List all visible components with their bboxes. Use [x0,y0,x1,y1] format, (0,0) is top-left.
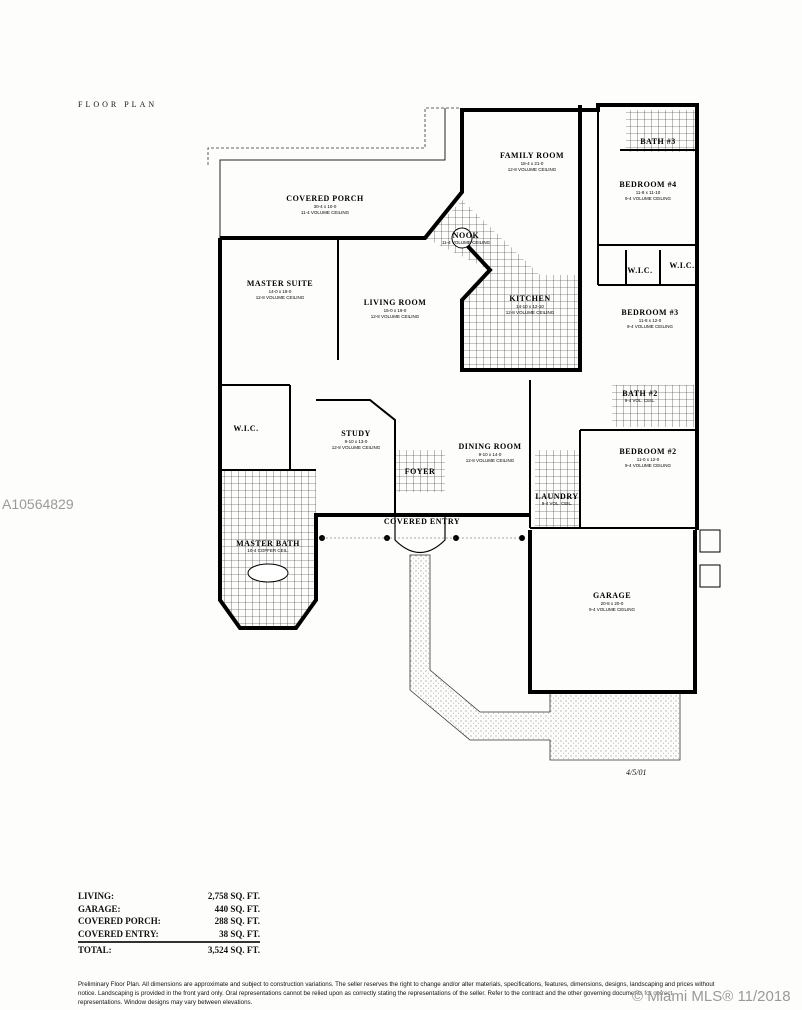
svg-text:11-4 VOLUME CEILING: 11-4 VOLUME CEILING [442,240,491,245]
svg-text:12-8 VOLUME CEILING: 12-8 VOLUME CEILING [256,295,305,300]
svg-text:15-0 x 19-0: 15-0 x 19-0 [384,308,407,313]
mls-watermark: © Miami MLS® 11/2018 [632,988,791,1005]
svg-text:14-0 x 18-0: 14-0 x 18-0 [269,289,292,294]
svg-text:12-8 VOLUME CEILING: 12-8 VOLUME CEILING [506,310,555,315]
foyer-tile [395,450,445,492]
svg-text:KITCHEN: KITCHEN [509,294,550,303]
svg-text:11-8 x 12-0: 11-8 x 12-0 [639,318,662,323]
exterior-wall [220,103,699,530]
svg-text:11-8 x 11-10: 11-8 x 11-10 [636,190,661,195]
area-row: LIVING:2,758 SQ. FT. [78,891,260,901]
area-summary: LIVING:2,758 SQ. FT. GARAGE:440 SQ. FT. … [78,890,260,957]
kitchen-tile [425,200,580,370]
svg-text:BEDROOM #4: BEDROOM #4 [619,180,676,189]
area-row: COVERED ENTRY:38 SQ. FT. [78,928,260,939]
svg-text:FAMILY ROOM: FAMILY ROOM [500,151,564,160]
plan-date: 4/5/01 [626,768,647,777]
svg-text:LIVING ROOM: LIVING ROOM [364,298,427,307]
svg-text:NOOK: NOOK [453,231,480,240]
svg-text:9-4 VOLUME CEILING: 9-4 VOLUME CEILING [625,463,672,468]
svg-text:11-0 x 12-0: 11-0 x 12-0 [637,457,660,462]
area-row: GARAGE:440 SQ. FT. [78,903,260,914]
room-bedroom4: BEDROOM #411-8 x 11-109-4 VOLUME CEILING [619,180,676,201]
room-foyer: FOYER [405,467,436,476]
svg-text:COVERED PORCH: COVERED PORCH [286,194,364,203]
svg-text:BATH #2: BATH #2 [622,389,658,398]
room-wic: W.I.C. [669,261,694,270]
svg-text:STUDY: STUDY [341,429,371,438]
roof-line [207,107,460,165]
room-wic: W.I.C. [627,266,652,275]
walkway [409,554,681,761]
master-bath-tile [222,470,316,628]
svg-text:9-4 VOLUME CEILING: 9-4 VOLUME CEILING [589,607,636,612]
svg-text:9-4 VOL. CEIL.: 9-4 VOL. CEIL. [542,501,573,506]
room-bath2: BATH #29-4 VOL. CEIL. [622,389,658,403]
svg-text:14-10 x 12-10: 14-10 x 12-10 [516,304,544,309]
svg-text:BEDROOM #3: BEDROOM #3 [621,308,678,317]
svg-text:9-10 x 13-0: 9-10 x 13-0 [345,439,368,444]
svg-text:GARAGE: GARAGE [593,591,631,600]
svg-text:12-8 VOLUME CEILING: 12-8 VOLUME CEILING [466,458,515,463]
area-row: COVERED PORCH:288 SQ. FT. [78,916,260,926]
disclaimer: Preliminary Floor Plan. All dimensions a… [78,981,715,1006]
room-bedroom2: BEDROOM #211-0 x 12-09-4 VOLUME CEILING [619,447,676,468]
svg-text:MASTER BATH: MASTER BATH [236,539,300,548]
divider [78,941,260,943]
plan-title: FLOOR PLAN [78,100,158,109]
svg-text:12-8 VOLUME CEILING: 12-8 VOLUME CEILING [508,167,557,172]
svg-text:9-4 VOL. CEIL.: 9-4 VOL. CEIL. [625,398,656,403]
covered-entry-arc [394,515,446,554]
svg-text:9-10 x 14-0: 9-10 x 14-0 [479,452,502,457]
svg-text:30-4 x 10-0: 30-4 x 10-0 [314,204,337,209]
room-wic: W.I.C. [233,424,258,433]
svg-text:BEDROOM #2: BEDROOM #2 [619,447,676,456]
area-total: TOTAL:3,524 SQ. FT. [78,945,260,955]
room-bath3: BATH #3 [640,137,676,146]
svg-text:20-8 x 20-0: 20-8 x 20-0 [601,601,624,606]
svg-text:MASTER SUITE: MASTER SUITE [247,279,313,288]
svg-text:DINING ROOM: DINING ROOM [458,442,521,451]
listing-id: A10564829 [2,496,74,512]
room-covered-entry: COVERED ENTRY [384,517,460,526]
svg-text:9-4 VOLUME CEILING: 9-4 VOLUME CEILING [625,196,672,201]
svg-text:10-4 COFFER CEIL.: 10-4 COFFER CEIL. [247,548,288,553]
svg-text:9-4 VOLUME CEILING: 9-4 VOLUME CEILING [627,324,674,329]
svg-text:12-8 VOLUME CEILING: 12-8 VOLUME CEILING [332,445,381,450]
svg-text:12-8 VOLUME CEILING: 12-8 VOLUME CEILING [371,314,420,319]
room-bedroom3: BEDROOM #311-8 x 12-09-4 VOLUME CEILING [621,308,678,329]
svg-text:LAUNDRY: LAUNDRY [535,492,578,501]
svg-text:18-4 x 21-0: 18-4 x 21-0 [521,161,544,166]
svg-text:11-4 VOLUME CEILING: 11-4 VOLUME CEILING [301,210,350,215]
porch-outline [219,108,446,238]
